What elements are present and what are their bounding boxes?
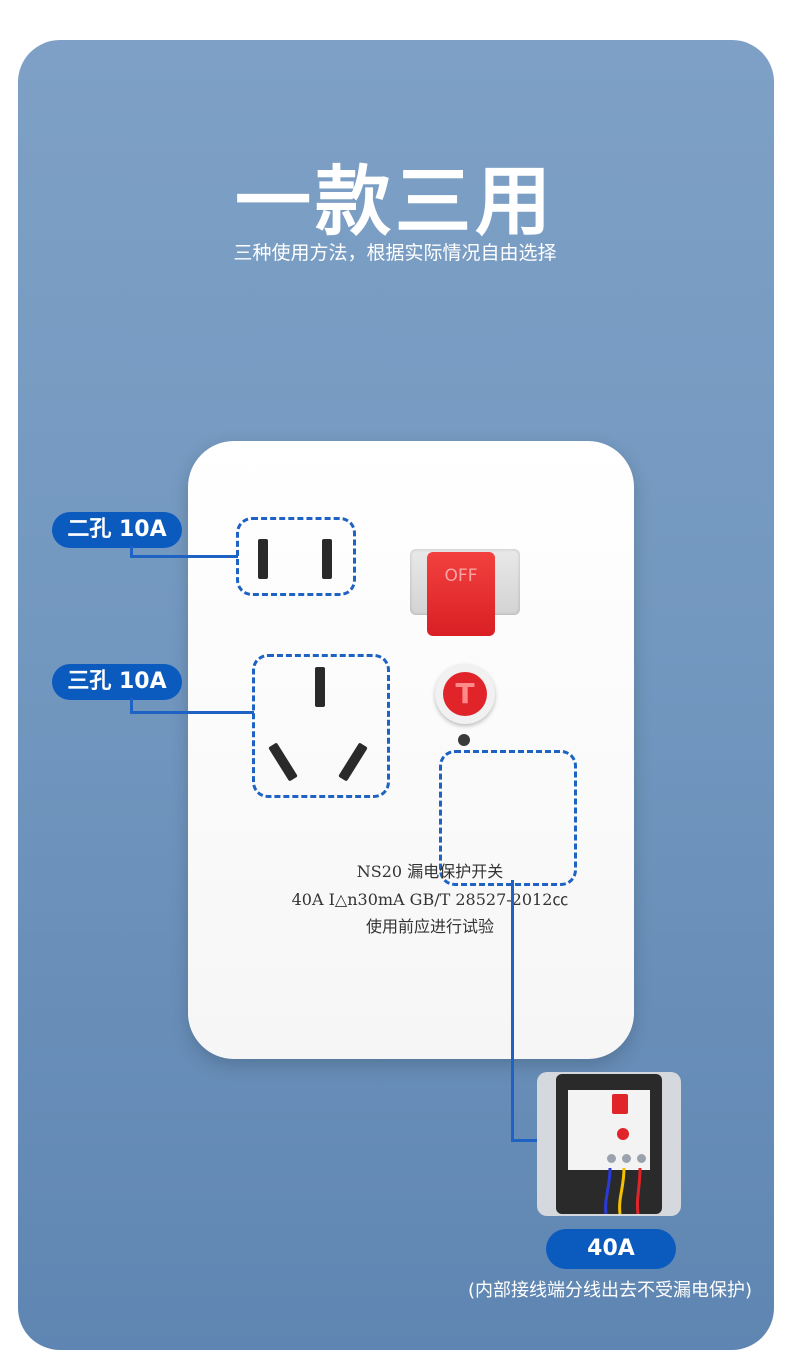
three-pin-connector-h xyxy=(130,711,254,714)
plate-test-text: 使用前应进行试验 xyxy=(365,917,494,936)
three-pin-highlight xyxy=(252,654,390,798)
two-pin-slot-right xyxy=(322,539,332,579)
plate-model-text: NS20 漏电保护开关 xyxy=(356,862,504,881)
terminal-screw-3-icon xyxy=(637,1154,646,1163)
terminal-switch-icon xyxy=(612,1094,628,1114)
two-pin-connector-h xyxy=(130,555,238,558)
test-button-label: T xyxy=(455,677,475,710)
two-pin-slot-left xyxy=(258,539,268,579)
two-pin-label: 二孔 10A xyxy=(52,512,182,548)
test-button[interactable] xyxy=(443,672,487,716)
terminal-wires-icon xyxy=(604,1168,642,1214)
two-pin-connector-v xyxy=(130,546,133,558)
terminal-rating-badge: 40A xyxy=(546,1229,676,1269)
plate-rating-text: 40A I△n30mA GB/T 28527-2012㏄ xyxy=(291,890,569,909)
indicator-led xyxy=(458,734,470,746)
page-title: 一款三用 xyxy=(235,157,555,246)
three-pin-label: 三孔 10A xyxy=(52,664,182,700)
terminal-screw-1-icon xyxy=(607,1154,616,1163)
terminal-highlight xyxy=(439,750,577,886)
terminal-screw-2-icon xyxy=(622,1154,631,1163)
page-subtitle: 三种使用方法，根据实际情况自由选择 xyxy=(233,242,557,264)
terminal-connector-h xyxy=(511,1139,545,1142)
two-pin-highlight xyxy=(236,517,356,596)
breaker-off-label: OFF xyxy=(444,566,478,586)
three-pin-slot-top xyxy=(315,667,325,707)
terminal-connector-v xyxy=(511,880,514,1142)
terminal-test-icon xyxy=(617,1128,629,1140)
three-pin-connector-v xyxy=(130,698,133,714)
terminal-note: (内部接线端分线出去不受漏电保护) xyxy=(467,1280,753,1301)
breaker-switch-lever[interactable] xyxy=(427,552,495,636)
